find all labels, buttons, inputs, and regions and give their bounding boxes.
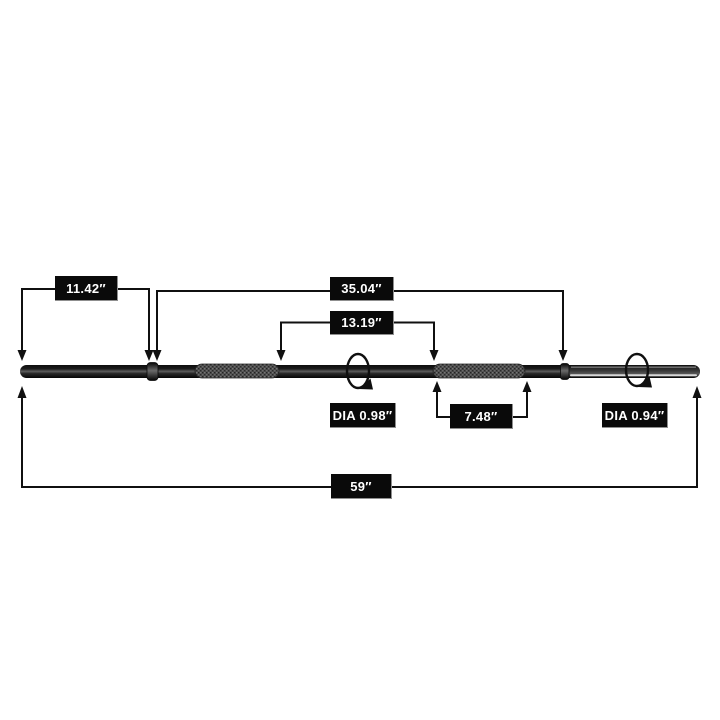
right-diameter-indicator bbox=[624, 352, 652, 388]
left-collar-ring bbox=[146, 362, 159, 381]
up-arrowhead-icon bbox=[432, 381, 442, 392]
left-knurl-section bbox=[194, 363, 280, 379]
down-arrowhead-icon bbox=[17, 350, 27, 361]
dim-label-dia-right: DIA 0.94″ bbox=[602, 403, 668, 428]
down-arrowhead-icon bbox=[429, 350, 439, 361]
dim-label-center-section: 13.19″ bbox=[330, 311, 394, 335]
dim-label-right-knurl-length: 7.48″ bbox=[450, 404, 513, 429]
left-diameter-loop-icon bbox=[345, 352, 371, 390]
left-loop-arrowhead-icon bbox=[359, 378, 373, 390]
dim-label-left-end-to-collar: 11.42″ bbox=[55, 276, 118, 301]
dim-line-59 bbox=[17, 386, 702, 488]
down-arrowhead-icon bbox=[144, 350, 154, 361]
dim-label-collar-to-collar: 35.04″ bbox=[330, 277, 394, 301]
sleeve-top-highlight bbox=[571, 366, 696, 368]
up-arrowhead-icon bbox=[692, 386, 702, 398]
right-collar-ring bbox=[560, 363, 570, 380]
down-arrowhead-icon bbox=[558, 350, 568, 361]
right-diameter-loop-icon bbox=[624, 352, 650, 388]
left-diameter-indicator bbox=[345, 352, 373, 390]
right-knurl-section bbox=[432, 363, 526, 379]
barbell-bar bbox=[20, 362, 700, 381]
down-arrowhead-icon bbox=[152, 350, 162, 361]
right-loop-arrowhead-icon bbox=[638, 376, 652, 388]
up-arrowhead-icon bbox=[17, 386, 27, 398]
dim-label-overall-length: 59″ bbox=[331, 474, 392, 499]
dim-label-dia-left: DIA 0.98″ bbox=[330, 403, 396, 428]
sleeve-bottom-highlight bbox=[570, 374, 697, 377]
down-arrowhead-icon bbox=[276, 350, 286, 361]
up-arrowhead-icon bbox=[522, 381, 532, 392]
bar-shaft bbox=[20, 365, 700, 378]
